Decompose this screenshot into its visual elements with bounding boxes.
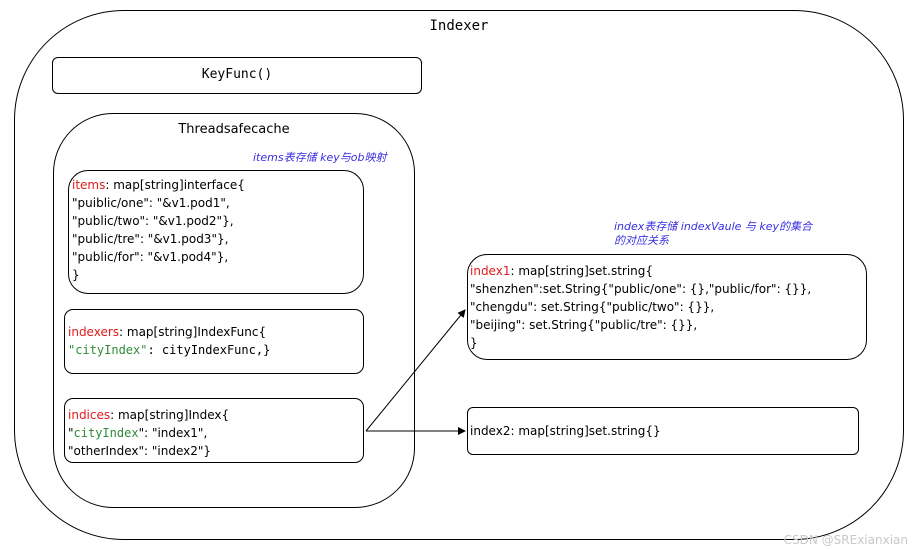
items-line: "public/for": "&v1.pod4"},: [72, 250, 229, 264]
index-note-line: 的对应关系: [614, 234, 669, 247]
index2-label: index2: map[string]set.string{}: [470, 424, 661, 438]
indexers-entry-line: "cityIndex": cityIndexFunc,}: [68, 341, 270, 359]
indexers-box: [64, 309, 364, 374]
indices-open-quote: ": [68, 426, 74, 440]
threadsafecache-title: Threadsafecache: [178, 122, 290, 137]
watermark: CSDN @SRExianxian: [783, 533, 908, 547]
items-decl: : map[string]interface{: [105, 178, 245, 192]
index2-box: [467, 407, 859, 455]
items-line: }: [72, 268, 80, 282]
items-line: "puiblic/one": "&v1.pod1",: [72, 196, 230, 210]
items-name: items: [72, 178, 106, 192]
indices-box: [64, 398, 364, 463]
items-note: items表存储 key与ob映射: [253, 151, 387, 164]
items-line: "public/two": "&v1.pod2"},: [72, 214, 234, 228]
index1-name: index1: [470, 264, 511, 278]
index-note-line: index表存储 indexVaule 与 key的集合: [614, 220, 813, 233]
indexer-title: Indexer: [429, 18, 489, 34]
index1-line: "beijing": set.String{"public/tre": {}},: [470, 318, 698, 332]
items-decl-line: items: map[string]interface{: [72, 176, 245, 194]
indexers-rest: : cityIndexFunc,}: [147, 343, 271, 357]
index1-decl-line: index1: map[string]set.string{: [470, 262, 653, 280]
indices-decl-line: indices: map[string]Index{: [68, 406, 229, 424]
indexers-name: indexers: [68, 325, 120, 339]
arrow-to-index1: [365, 309, 466, 432]
indices-key: cityIndex: [73, 426, 139, 440]
indices-decl: : map[string]Index{: [110, 408, 230, 422]
index1-line: "chengdu": set.String{"public/two": {}},: [470, 300, 715, 314]
index1-box: [467, 254, 867, 360]
indices-rest: ": "index1",: [138, 426, 208, 440]
indices-name: indices: [68, 408, 111, 422]
items-box: [68, 170, 364, 294]
indices-entry-line: "otherIndex": "index2"}: [68, 444, 212, 458]
items-line: "public/tre": "&v1.pod3"},: [72, 232, 229, 246]
index1-line: }: [470, 336, 478, 350]
keyfunc-box: [52, 57, 422, 94]
keyfunc-label: KeyFunc(): [201, 67, 273, 82]
indices-entry-line: "cityIndex": "index1",: [68, 424, 207, 442]
indexers-decl: : map[string]IndexFunc{: [119, 325, 267, 339]
index1-decl: : map[string]set.string{: [510, 264, 654, 278]
index1-line: "shenzhen":set.String{"public/one": {},"…: [470, 282, 812, 296]
indexers-decl-line: indexers: map[string]IndexFunc{: [68, 323, 266, 341]
indexers-key: "cityIndex": [68, 343, 148, 357]
